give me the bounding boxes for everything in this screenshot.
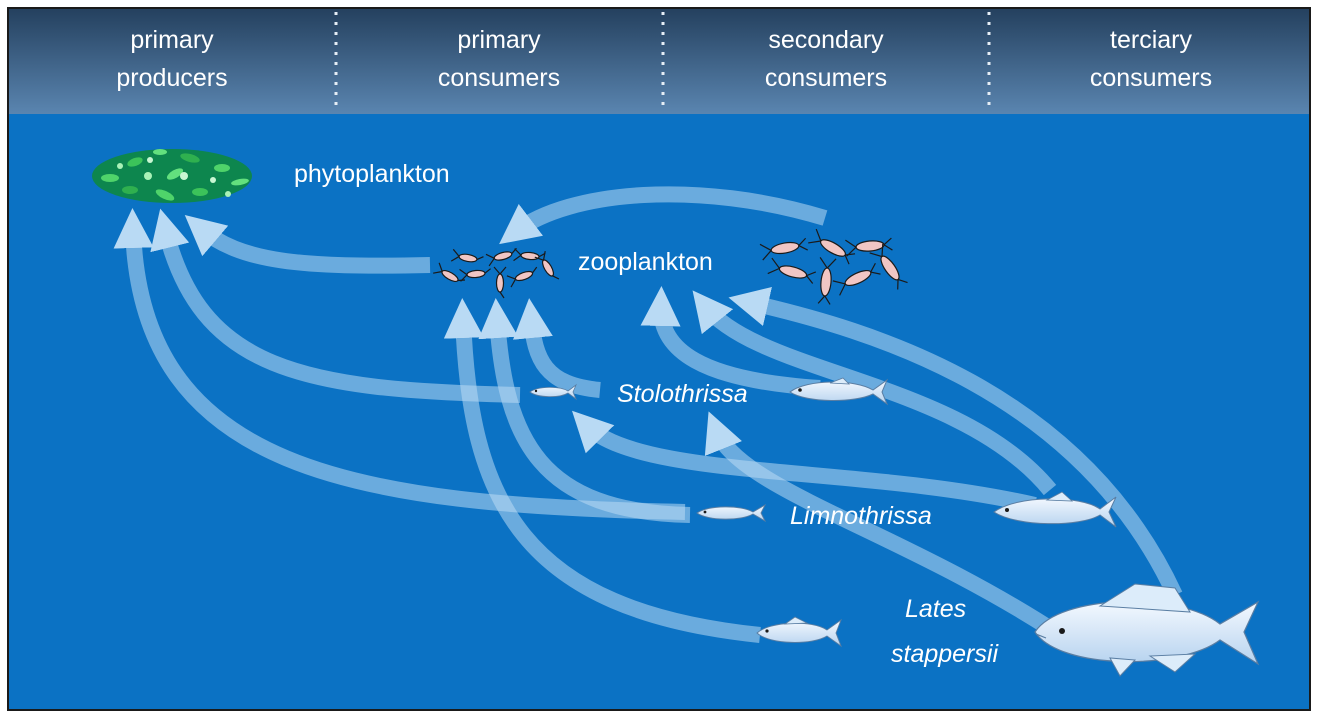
feeding-arrows bbox=[113, 186, 1183, 643]
copepod-small bbox=[534, 251, 560, 280]
arrow-stolothrissa-juvenile-to-phytoplankton bbox=[150, 208, 521, 403]
zooplankton-group bbox=[433, 228, 908, 305]
copepod-large bbox=[845, 237, 893, 257]
copepod-large bbox=[767, 257, 817, 284]
copepod-large bbox=[817, 257, 837, 305]
copepod-small bbox=[506, 266, 538, 288]
arrow-lates-juvenile-to-zooplankton bbox=[443, 298, 761, 643]
phytoplankton-cell bbox=[192, 188, 208, 196]
phytoplankton-cell bbox=[147, 157, 153, 163]
copepod-large bbox=[832, 262, 881, 296]
phytoplankton-cell bbox=[127, 157, 143, 167]
phytoplankton-cell bbox=[153, 149, 167, 155]
arrow-limnothrissa-adult-to-zooplankton bbox=[692, 290, 1057, 496]
level-primary-consumers-line2: consumers bbox=[438, 64, 560, 92]
phytoplankton-cell bbox=[214, 164, 230, 172]
stolothrissa-juvenile-fish bbox=[529, 383, 577, 401]
label-phytoplankton: phytoplankton bbox=[294, 160, 450, 188]
phytoplankton-cell bbox=[210, 177, 216, 183]
lates-adult-fish bbox=[1034, 583, 1260, 677]
label-zooplankton: zooplankton bbox=[578, 248, 713, 276]
limnothrissa-juvenile-fish bbox=[696, 503, 767, 523]
arrow-stolothrissa-adult-to-zooplankton bbox=[640, 286, 821, 396]
phytoplankton-cell bbox=[166, 168, 184, 180]
phytoplankton-cluster bbox=[92, 149, 252, 203]
stolothrissa-adult-fish bbox=[789, 377, 889, 406]
arrow-zooplankton-to-phytoplankton bbox=[184, 215, 431, 274]
level-secondary-consumers-line1: secondary bbox=[768, 26, 884, 54]
phytoplankton-cell bbox=[231, 178, 249, 186]
label-lates-line1: Lates bbox=[905, 595, 966, 623]
arrow-lates-adult-to-zooplankton bbox=[728, 286, 1183, 599]
label-stolothrissa: Stolothrissa bbox=[617, 380, 748, 408]
phytoplankton-cell bbox=[122, 186, 138, 194]
phytoplankton-cell bbox=[225, 191, 231, 197]
arrow-limnothrissa-juvenile-to-zooplankton bbox=[478, 298, 691, 523]
arrow-lates-adult-to-stolothrissa bbox=[704, 411, 1065, 642]
copepod-large bbox=[808, 228, 856, 265]
level-secondary-consumers-line2: consumers bbox=[765, 64, 887, 92]
arrow-stolothrissa-juvenile-to-zooplankton bbox=[512, 298, 601, 398]
phytoplankton-cell bbox=[144, 172, 152, 180]
level-primary-producers-line1: primary bbox=[130, 26, 214, 54]
phytoplankton-cell bbox=[180, 153, 200, 163]
arrow-stolothrissa-adult-to-zooplankton-upper bbox=[499, 186, 828, 245]
limnothrissa-adult-fish bbox=[993, 491, 1117, 528]
label-lates-line2: stappersii bbox=[891, 640, 999, 668]
header-band bbox=[8, 8, 1310, 114]
lates-juvenile-fish bbox=[756, 616, 842, 648]
copepod-small bbox=[513, 248, 546, 262]
level-primary-consumers-line1: primary bbox=[457, 26, 541, 54]
phytoplankton-cell bbox=[101, 174, 119, 182]
copepod-small bbox=[493, 266, 507, 299]
trophic-level-header: primary producers primary consumers seco… bbox=[8, 8, 1310, 114]
arrow-limnothrissa-juvenile-to-phytoplankton bbox=[113, 208, 686, 520]
level-primary-producers-line2: producers bbox=[116, 64, 227, 92]
phytoplankton-cell bbox=[180, 172, 188, 180]
copepod-large bbox=[869, 243, 908, 290]
copepod-large bbox=[759, 237, 808, 261]
level-terciary-consumers-line2: consumers bbox=[1090, 64, 1212, 92]
copepod-small bbox=[450, 248, 484, 263]
phytoplankton-cell bbox=[117, 163, 123, 169]
label-limnothrissa: Limnothrissa bbox=[790, 502, 932, 530]
figure-frame bbox=[7, 7, 1311, 711]
copepod-small bbox=[459, 268, 491, 282]
phytoplankton-cell bbox=[155, 189, 175, 201]
copepod-small bbox=[433, 262, 466, 283]
level-terciary-consumers-line1: terciary bbox=[1110, 26, 1192, 54]
